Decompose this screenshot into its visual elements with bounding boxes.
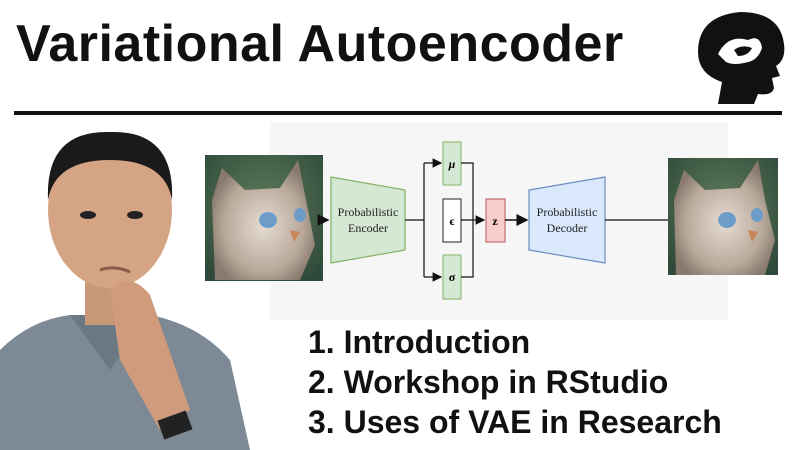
input-cat-image: [205, 155, 323, 281]
z-label: z: [492, 214, 498, 228]
sigma-label: σ: [449, 270, 456, 284]
agenda-item: 3. Uses of VAE in Research: [308, 404, 722, 440]
encoder-label-line1: Probabilistic: [338, 205, 399, 219]
output-cat-image: [668, 158, 778, 275]
agenda-item: 2. Workshop in RStudio: [308, 364, 669, 400]
agenda-list: 1. Introduction 2. Workshop in RStudio 3…: [308, 322, 722, 442]
decoder-label-line1: Probabilistic: [537, 205, 598, 219]
decoder-block: [528, 176, 606, 264]
encoder-label-line2: Encoder: [348, 221, 388, 235]
head-silhouette-logo-icon: [698, 12, 785, 104]
title-divider: [14, 111, 782, 115]
thumbnail-title: Variational Autoencoder: [16, 15, 624, 73]
mu-label: μ: [448, 157, 456, 171]
decoder-label-line2: Decoder: [547, 221, 588, 235]
agenda-item: 1. Introduction: [308, 324, 531, 360]
presenter-photo: [0, 131, 250, 450]
encoder-block: [330, 176, 406, 264]
epsilon-label: ϵ: [449, 214, 454, 228]
